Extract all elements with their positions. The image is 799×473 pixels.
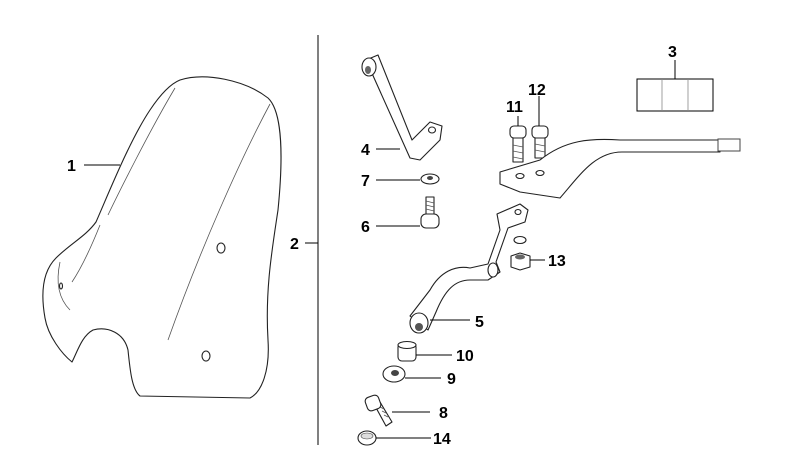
handlebar-assembly	[499, 138, 741, 199]
callout-13: 13	[548, 253, 566, 270]
windshield-part[interactable]	[42, 76, 282, 399]
callout-1: 1	[67, 158, 76, 175]
small-washer	[513, 235, 527, 245]
callout-3: 3	[668, 44, 677, 61]
upper-bracket-part[interactable]	[361, 54, 443, 161]
windshield-mount-hole	[201, 350, 211, 362]
bolt-part[interactable]	[420, 196, 440, 229]
windshield-mount-hole	[216, 242, 226, 254]
washer-part[interactable]	[420, 173, 440, 185]
callout-2: 2	[290, 236, 299, 253]
lower-bracket-part[interactable]	[409, 203, 529, 334]
socket-bolt-part[interactable]	[364, 394, 393, 427]
callout-5: 5	[475, 314, 484, 331]
socket-bolt-part[interactable]	[509, 125, 527, 163]
socket-bolt-part[interactable]	[531, 125, 549, 159]
callout-6: 6	[361, 219, 370, 236]
callout-14: 14	[433, 431, 451, 448]
callout-7: 7	[361, 173, 370, 190]
callout-8: 8	[439, 405, 448, 422]
callout-12: 12	[528, 82, 546, 99]
callout-4: 4	[361, 142, 370, 159]
callout-10: 10	[456, 348, 474, 365]
label-set-part[interactable]	[636, 78, 714, 112]
callout-11: 11	[506, 99, 523, 116]
callout-9: 9	[447, 371, 456, 388]
washer-part[interactable]	[382, 365, 406, 383]
cover-cap-part[interactable]	[357, 430, 377, 446]
nut-part[interactable]	[510, 252, 531, 271]
spacer-bushing-part[interactable]	[397, 340, 417, 362]
